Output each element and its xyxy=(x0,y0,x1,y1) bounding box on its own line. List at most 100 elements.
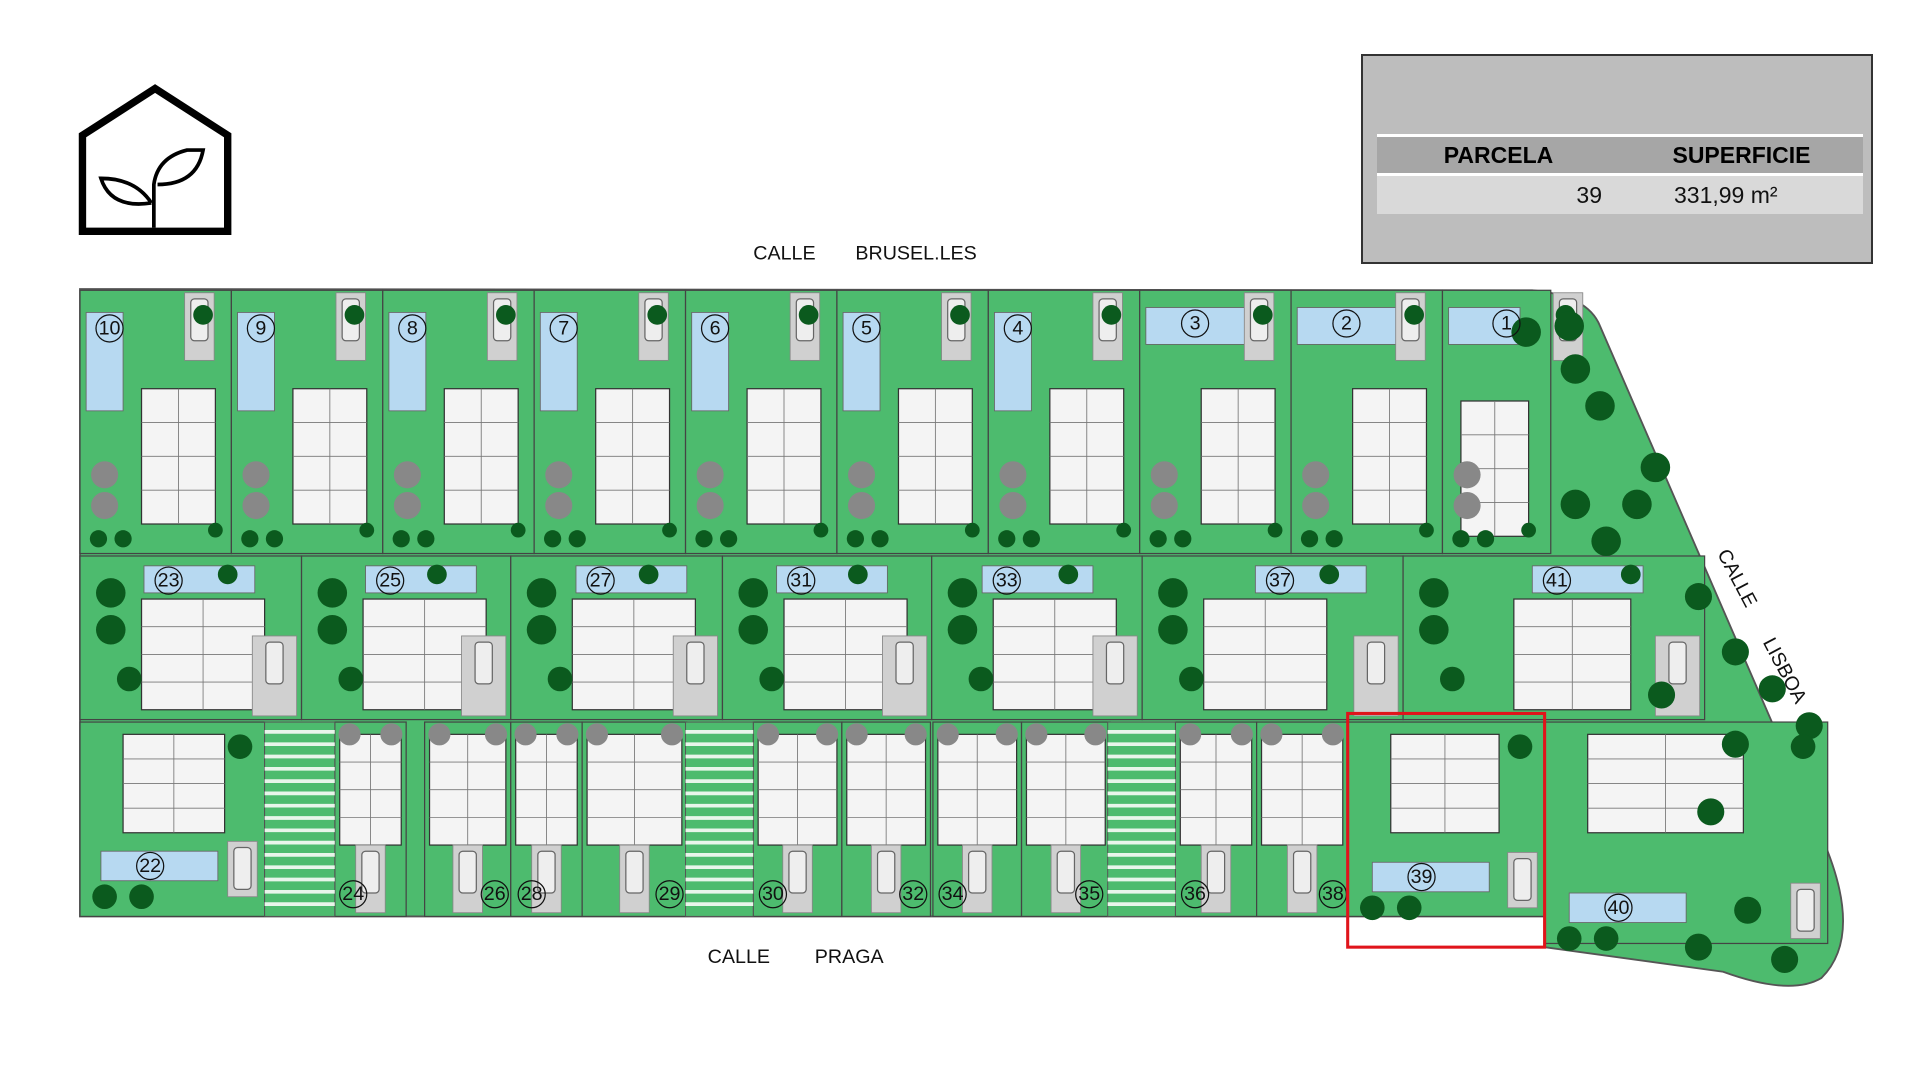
plot-6[interactable] xyxy=(684,289,838,555)
tree-icon xyxy=(1620,564,1641,585)
tree-icon xyxy=(1795,712,1823,740)
tree-icon xyxy=(1452,530,1470,548)
plot-23[interactable] xyxy=(79,555,303,721)
plot-number: 9 xyxy=(255,317,266,339)
tree-icon xyxy=(1585,391,1615,421)
plot-number-badge xyxy=(1003,314,1032,343)
tree-icon xyxy=(1319,564,1340,585)
tree-icon xyxy=(1684,933,1712,961)
tree-icon xyxy=(995,723,1018,746)
tree-icon xyxy=(695,530,713,548)
plot-40[interactable] xyxy=(1544,721,1829,945)
tree-icon xyxy=(545,461,573,489)
plot-35[interactable] xyxy=(1020,721,1111,918)
car-icon xyxy=(1668,641,1687,685)
car-icon xyxy=(1513,857,1532,902)
plot-37[interactable] xyxy=(1141,555,1404,721)
car-icon xyxy=(361,850,380,894)
tree-icon xyxy=(1101,305,1122,325)
plot-24[interactable] xyxy=(334,721,407,918)
car-icon xyxy=(233,846,252,890)
tree-icon xyxy=(1158,578,1188,608)
car-icon xyxy=(1292,850,1312,894)
plot-number: 36 xyxy=(1184,883,1206,905)
tree-icon xyxy=(1419,522,1434,538)
pool xyxy=(842,312,881,412)
plot-41[interactable] xyxy=(1402,555,1706,721)
plot-number-badge xyxy=(398,314,427,343)
tree-icon xyxy=(89,530,108,548)
tree-icon xyxy=(208,522,223,538)
tree-icon xyxy=(999,492,1027,520)
plot-32[interactable] xyxy=(841,721,932,918)
plot-38[interactable] xyxy=(1256,721,1349,918)
tree-icon xyxy=(91,492,119,520)
tree-icon xyxy=(1453,461,1481,489)
tree-icon xyxy=(1150,461,1178,489)
tree-icon xyxy=(1260,723,1283,746)
plot-number-badge xyxy=(655,880,684,909)
plot-number-badge xyxy=(1542,566,1572,595)
tree-icon xyxy=(999,461,1027,489)
plot-29[interactable] xyxy=(581,721,688,918)
plot-number-badge xyxy=(1407,862,1436,892)
car-icon xyxy=(1056,850,1076,894)
plot-30[interactable] xyxy=(752,721,843,918)
tree-icon xyxy=(1174,530,1192,548)
plot-number: 41 xyxy=(1546,570,1568,592)
plot-number: 5 xyxy=(861,317,872,339)
plot-number: 29 xyxy=(659,883,681,905)
plot-number: 35 xyxy=(1078,883,1100,905)
plot-36[interactable] xyxy=(1174,721,1258,918)
plot-22[interactable] xyxy=(79,721,266,918)
plot-26[interactable] xyxy=(424,721,512,918)
tree-icon xyxy=(904,723,927,746)
plot-5[interactable] xyxy=(836,289,989,555)
tree-icon xyxy=(1179,666,1204,692)
plot-number: 32 xyxy=(902,883,924,905)
car-icon xyxy=(1105,641,1125,685)
plot-28[interactable] xyxy=(510,721,583,918)
tree-icon xyxy=(1758,675,1786,703)
tree-icon xyxy=(1179,723,1202,746)
tree-icon xyxy=(92,884,117,910)
tree-icon xyxy=(738,615,768,645)
tree-icon xyxy=(1150,492,1178,520)
plot-2[interactable] xyxy=(1290,289,1444,555)
tree-icon xyxy=(1022,530,1040,548)
tree-icon xyxy=(1734,896,1762,924)
car-icon xyxy=(474,641,493,685)
tree-icon xyxy=(1230,723,1253,746)
plot-number: 34 xyxy=(942,883,964,905)
tree-icon xyxy=(393,492,421,520)
tree-icon xyxy=(317,615,348,645)
tree-icon xyxy=(1560,354,1591,384)
tree-icon xyxy=(427,564,447,585)
garden-walkway xyxy=(685,721,754,917)
tree-icon xyxy=(1252,305,1273,325)
cell-parcela: 39 xyxy=(1377,173,1620,214)
tree-icon xyxy=(193,305,213,325)
tree-icon xyxy=(1521,522,1536,538)
tree-icon xyxy=(660,723,684,746)
car-icon xyxy=(1366,641,1386,685)
parcel-info-table: PARCELA SUPERFICIE 39 331,99 m² xyxy=(1377,134,1863,214)
tree-icon xyxy=(1300,530,1319,548)
street-label-calle-top: CALLE xyxy=(753,243,815,265)
plot-8[interactable] xyxy=(382,289,535,555)
plot-number: 38 xyxy=(1322,883,1344,905)
tree-icon xyxy=(1302,461,1330,489)
tree-icon xyxy=(1404,305,1424,325)
car-icon xyxy=(458,850,477,894)
header-superficie: SUPERFICIE xyxy=(1620,134,1863,175)
plot-number-badge xyxy=(154,566,183,595)
plot-number-badge xyxy=(1265,566,1295,595)
street-label-brusel-les: BRUSEL.LES xyxy=(855,243,976,265)
pool xyxy=(575,565,688,594)
plot-34[interactable] xyxy=(932,721,1023,918)
tree-icon xyxy=(950,305,970,325)
tree-icon xyxy=(1360,895,1385,921)
tree-icon xyxy=(848,492,876,520)
tree-icon xyxy=(696,461,724,489)
